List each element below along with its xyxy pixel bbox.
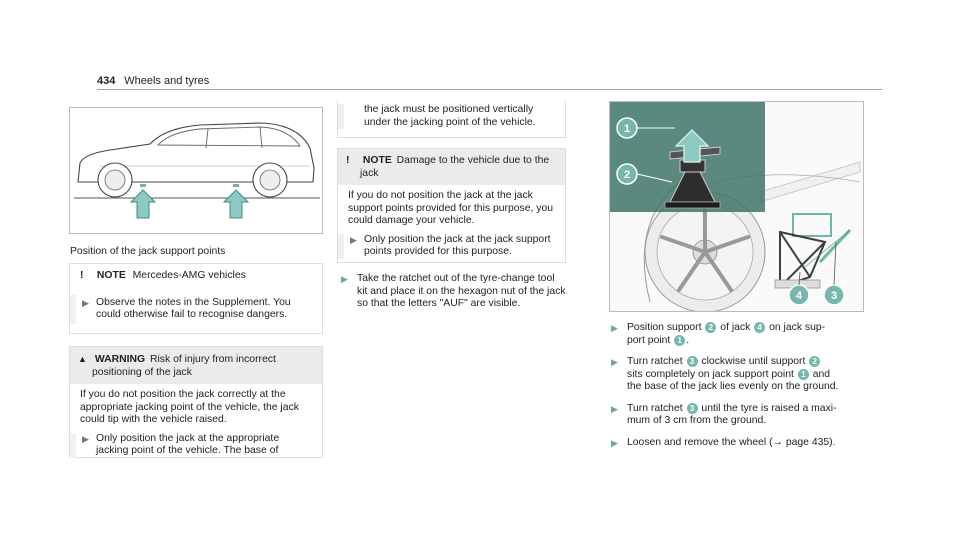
step-arrow-icon: ▶ <box>611 357 618 367</box>
car-illustration <box>74 122 320 219</box>
label-1-badge: 1 <box>674 334 686 346</box>
warning-label: WARNING <box>94 354 146 365</box>
car-figure <box>69 107 323 234</box>
step-2: ▶ Turn ratchet 3 clockwise until support… <box>611 356 871 394</box>
step-arrow-icon: ▶ <box>341 274 348 284</box>
jack-figure: 1 2 3 4 <box>609 101 864 312</box>
warning-continued-box: the jack must be positioned vertically u… <box>337 101 566 138</box>
warning-title-1: Risk of injury from incorrect <box>150 354 276 365</box>
note-damage-title-1: Damage to the vehicle due to the <box>396 155 550 166</box>
note-label: NOTE <box>362 155 392 166</box>
warning-triangle-icon: ▲ <box>78 354 87 364</box>
note-title: Mercedes-AMG vehicles <box>132 270 246 281</box>
label-4-badge: 4 <box>754 322 766 333</box>
section-title: Wheels and tyres <box>124 75 210 87</box>
bullet-arrow-icon: ▶ <box>82 297 89 308</box>
step-ratchet-text: Take the ratchet out of the tyre-change … <box>357 273 566 309</box>
callout-3: 3 <box>831 290 837 302</box>
step-arrow-icon: ▶ <box>611 323 618 333</box>
note-damage-body-text: If you do not position the jack at the j… <box>348 190 554 226</box>
warning-bullet-text: Only position the jack at the appropriat… <box>96 432 280 457</box>
note-amg-bullet-text: Observe the notes in the Supplement. You… <box>96 296 291 321</box>
step-1-text: Position support 2 of jack 4 on jack sup… <box>627 322 826 346</box>
bullet-arrow-icon: ▶ <box>82 433 89 444</box>
steps-list: ▶ Position support 2 of jack 4 on jack s… <box>611 322 871 449</box>
note-damage-header: ! NOTE Damage to the vehicle due to the … <box>338 149 565 185</box>
header-divider <box>97 89 882 90</box>
jack-illustration: 1 2 3 4 <box>610 102 861 311</box>
warning-title-2: positioning of the jack <box>92 366 192 378</box>
note-amg-header: ! NOTE Mercedes-AMG vehicles <box>70 264 322 287</box>
callout-1: 1 <box>624 123 630 135</box>
page-header: 434 Wheels and tyres <box>97 75 209 89</box>
page-number: 434 <box>97 75 116 87</box>
step-1: ▶ Position support 2 of jack 4 on jack s… <box>611 322 871 347</box>
label-2-badge: 2 <box>809 356 821 367</box>
note-damage-bullet-text: Only position the jack at the jack suppo… <box>364 233 551 258</box>
callout-2: 2 <box>624 169 630 181</box>
note-damage-title-2: jack <box>360 167 379 179</box>
car-figure-caption: Position of the jack support points <box>70 246 226 257</box>
step-ratchet: ▶ Take the ratchet out of the tyre-chang… <box>341 273 566 311</box>
note-damage-box: ! NOTE Damage to the vehicle due to the … <box>337 148 566 263</box>
step-arrow-icon: ▶ <box>611 403 618 414</box>
step-4-text[interactable]: Loosen and remove the wheel (→ page 435)… <box>627 436 836 448</box>
note-icon: ! <box>346 155 350 166</box>
note-damage-bullet: ▶ Only position the jack at the jack sup… <box>338 233 555 259</box>
warning-box: ▲ WARNING Risk of injury from incorrect … <box>69 346 323 458</box>
note-amg-body: ▶ Observe the notes in the Supplement. Y… <box>70 287 322 330</box>
warning-header: ▲ WARNING Risk of injury from incorrect … <box>70 347 322 384</box>
callout-4: 4 <box>796 290 803 302</box>
step-arrow-icon: ▶ <box>611 437 618 448</box>
warning-continued-text: the jack must be positioned vertically u… <box>364 104 536 128</box>
step-3: ▶ Turn ratchet 3 until the tyre is raise… <box>611 402 871 428</box>
label-1-badge: 1 <box>797 368 809 380</box>
warning-bullet: ▶ Only position the jack at the appropri… <box>70 432 312 458</box>
label-2-badge: 2 <box>705 322 717 333</box>
warning-continued-bar: the jack must be positioned vertically u… <box>338 104 558 129</box>
warning-body-text: If you do not position the jack correctl… <box>80 389 299 425</box>
bullet-arrow-icon: ▶ <box>350 234 357 245</box>
note-amg-box: ! NOTE Mercedes-AMG vehicles ▶ Observe t… <box>69 263 323 334</box>
label-3-badge: 3 <box>686 402 698 414</box>
note-icon: ! <box>80 270 84 281</box>
step-3-text: Turn ratchet 3 until the tyre is raised … <box>627 402 837 426</box>
step-2-text: Turn ratchet 3 clockwise until support 2… <box>627 356 839 392</box>
warning-body: If you do not position the jack correctl… <box>70 384 322 464</box>
label-3-badge: 3 <box>686 356 698 367</box>
step-4: ▶ Loosen and remove the wheel (→ page 43… <box>611 437 871 450</box>
note-damage-body: If you do not position the jack at the j… <box>338 185 565 265</box>
callout-labels: 1 2 3 4 <box>616 117 845 306</box>
note-label: NOTE <box>96 270 126 281</box>
note-amg-bullet: ▶ Observe the notes in the Supplement. Y… <box>70 294 312 324</box>
